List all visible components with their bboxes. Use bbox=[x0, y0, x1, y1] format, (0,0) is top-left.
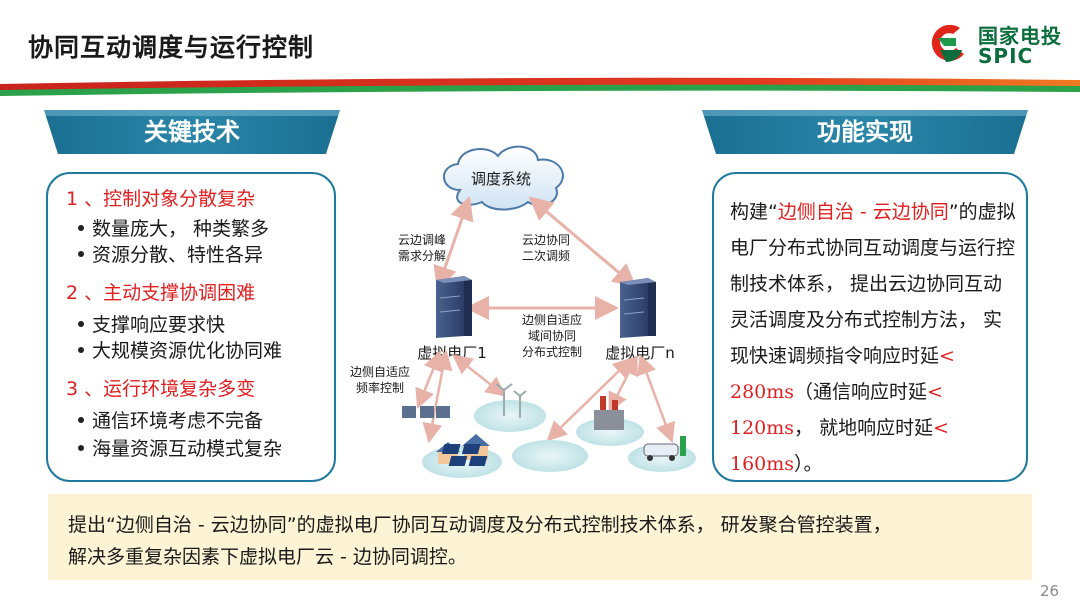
key-tech-title: 关键技术 bbox=[144, 118, 240, 146]
bullet-1-2: 资源分散、特性各异 bbox=[78, 240, 263, 267]
bullet-2-2: 大规模资源优化协同难 bbox=[78, 336, 282, 363]
label-interdomain-1: 边侧自适应 bbox=[522, 312, 582, 327]
label-peak-2: 需求分解 bbox=[398, 249, 446, 263]
wind-farm-icon bbox=[474, 383, 546, 432]
spic-logo-icon bbox=[931, 24, 964, 63]
page-number: 26 bbox=[1040, 582, 1060, 600]
server-icon-vpp1 bbox=[436, 276, 472, 338]
highlight-term: 边侧自治 - 云边协同 bbox=[777, 201, 949, 223]
ev-charging-icon bbox=[628, 436, 696, 472]
header-band bbox=[0, 77, 1080, 96]
label-interdomain-3: 分布式控制 bbox=[522, 345, 582, 359]
latency-120: < 120ms bbox=[730, 381, 943, 439]
item-head-2: 2 、主动支撑协调困难 bbox=[66, 282, 256, 304]
key-tech-banner: 关键技术 bbox=[44, 110, 340, 154]
item-head-3: 3 、运行环境复杂多变 bbox=[66, 378, 256, 400]
key-tech-box: 1 、控制对象分散复杂 数量庞大， 种类繁多 资源分散、特性各异 2 、主动支撑… bbox=[46, 172, 336, 482]
label-secondary-1: 云边协同 bbox=[522, 232, 570, 247]
server-icon-vppn bbox=[620, 278, 656, 338]
vppn-label: 虚拟电厂n bbox=[605, 344, 675, 362]
bullet-3-1: 通信环境考虑不完备 bbox=[78, 406, 263, 433]
label-freq-2: 频率控制 bbox=[356, 380, 404, 395]
latency-160: < 160ms bbox=[730, 417, 950, 475]
label-interdomain-2: 域间协同 bbox=[528, 328, 576, 343]
vpp-architecture-diagram: 调度系统 云边调峰 需求分解 云边协同 二次调频 虚拟电厂1 虚拟电厂n 边侧自… bbox=[350, 145, 696, 478]
logo-text-en: SPIC bbox=[978, 44, 1034, 68]
bullet-2-1: 支撑响应要求快 bbox=[78, 310, 225, 337]
logo-text-cn: 国家电投 bbox=[978, 24, 1062, 48]
label-peak-1: 云边调峰 bbox=[398, 233, 446, 247]
dispatch-cloud: 调度系统 bbox=[443, 145, 564, 211]
page-title: 协同互动调度与运行控制 bbox=[28, 33, 315, 62]
label-secondary-2: 二次调频 bbox=[522, 249, 570, 263]
function-banner: 功能实现 bbox=[702, 110, 1028, 154]
solar-farm-icon bbox=[441, 440, 588, 472]
function-box: 构建“边侧自治 - 云边协同”的虚拟电厂分布式协同互动调度与运行控制技术体系， … bbox=[712, 172, 1028, 482]
label-freq-1: 边侧自适应 bbox=[350, 364, 410, 379]
battery-storage-icon bbox=[402, 406, 450, 418]
vpp1-label: 虚拟电厂1 bbox=[417, 344, 487, 362]
spic-logo: 国家电投 SPIC bbox=[926, 18, 1066, 70]
item-head-1: 1 、控制对象分散复杂 bbox=[66, 188, 256, 210]
latency-280: < 280ms bbox=[730, 345, 955, 403]
factory-icon bbox=[576, 396, 644, 446]
summary-box: 提出“边侧自治 - 云边协同”的虚拟电厂协同互动调度及分布式控制技术体系， 研发… bbox=[48, 494, 1032, 580]
bullet-3-2: 海量资源互动模式复杂 bbox=[78, 434, 282, 461]
cloud-label: 调度系统 bbox=[471, 170, 531, 188]
bullet-1-1: 数量庞大， 种类繁多 bbox=[78, 214, 269, 241]
function-paragraph: 构建“边侧自治 - 云边协同”的虚拟电厂分布式协同互动调度与运行控制技术体系， … bbox=[730, 201, 1016, 475]
summary-line-2: 解决多重复杂因素下虚拟电厂云 - 边协同调控。 bbox=[68, 546, 467, 568]
function-title: 功能实现 bbox=[817, 118, 913, 146]
summary-line-1: 提出“边侧自治 - 云边协同”的虚拟电厂协同互动调度及分布式控制技术体系， 研发… bbox=[68, 514, 892, 536]
